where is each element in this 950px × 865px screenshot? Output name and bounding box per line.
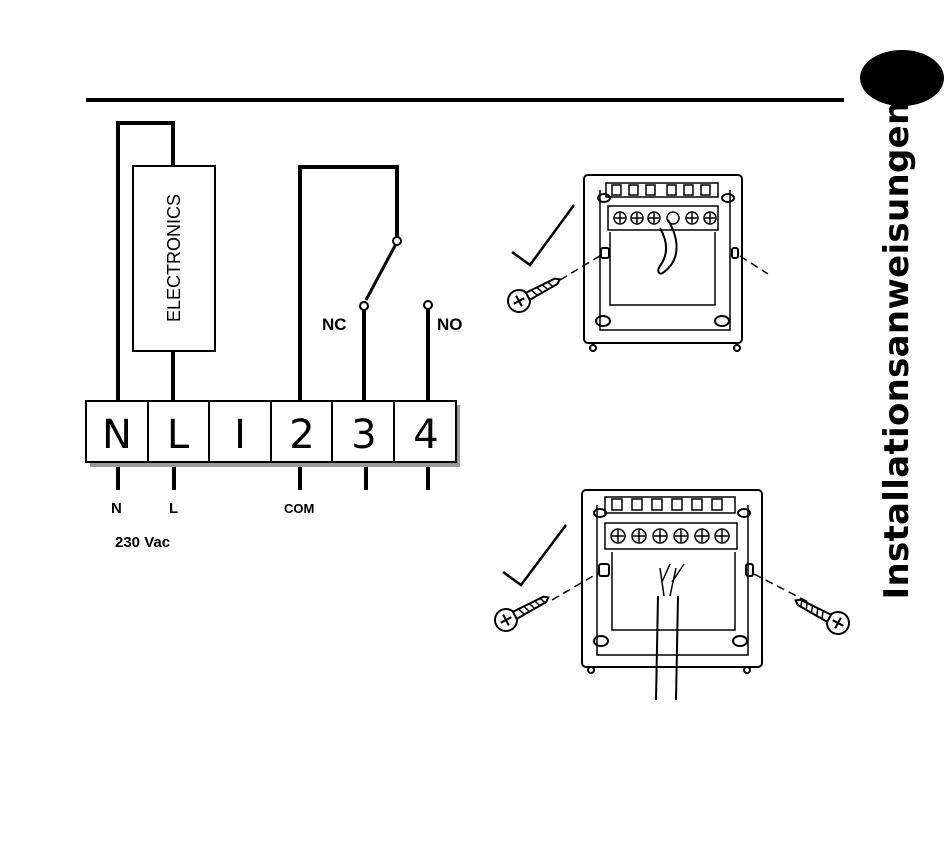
nc-label: NC <box>322 315 347 334</box>
bottom-label-com: COM <box>284 501 314 516</box>
screw-icon <box>504 270 565 316</box>
terminal-block: N L I 2 3 4 <box>86 401 460 467</box>
contact-pivot <box>393 237 401 245</box>
terminal-n: N <box>102 412 132 458</box>
switch-blade <box>366 242 397 300</box>
terminal-3: 3 <box>351 412 376 458</box>
bottom-label-l: L <box>169 500 178 517</box>
checkmark-icon <box>503 525 566 585</box>
mounting-illustration-bottom <box>503 490 812 700</box>
top-rule <box>86 98 844 102</box>
terminal-i: I <box>234 412 246 458</box>
checkmark-icon <box>512 205 574 265</box>
screw-icon <box>790 591 852 638</box>
contact-nc <box>360 302 368 310</box>
electronics-label: ELECTRONICS <box>164 194 184 322</box>
supply-label: 230 Vac <box>115 534 170 551</box>
section-title: Installationsanweisungen <box>877 101 917 600</box>
mounting-illustration-top <box>512 175 768 351</box>
terminal-l: L <box>167 412 190 458</box>
no-label: NO <box>437 315 463 334</box>
contact-no <box>424 301 432 309</box>
terminal-2: 2 <box>289 412 314 458</box>
terminal-4: 4 <box>413 412 438 458</box>
wire-com <box>300 167 397 402</box>
screw-icon <box>491 588 553 635</box>
bottom-label-n: N <box>111 500 122 517</box>
tab-marker <box>860 50 944 106</box>
